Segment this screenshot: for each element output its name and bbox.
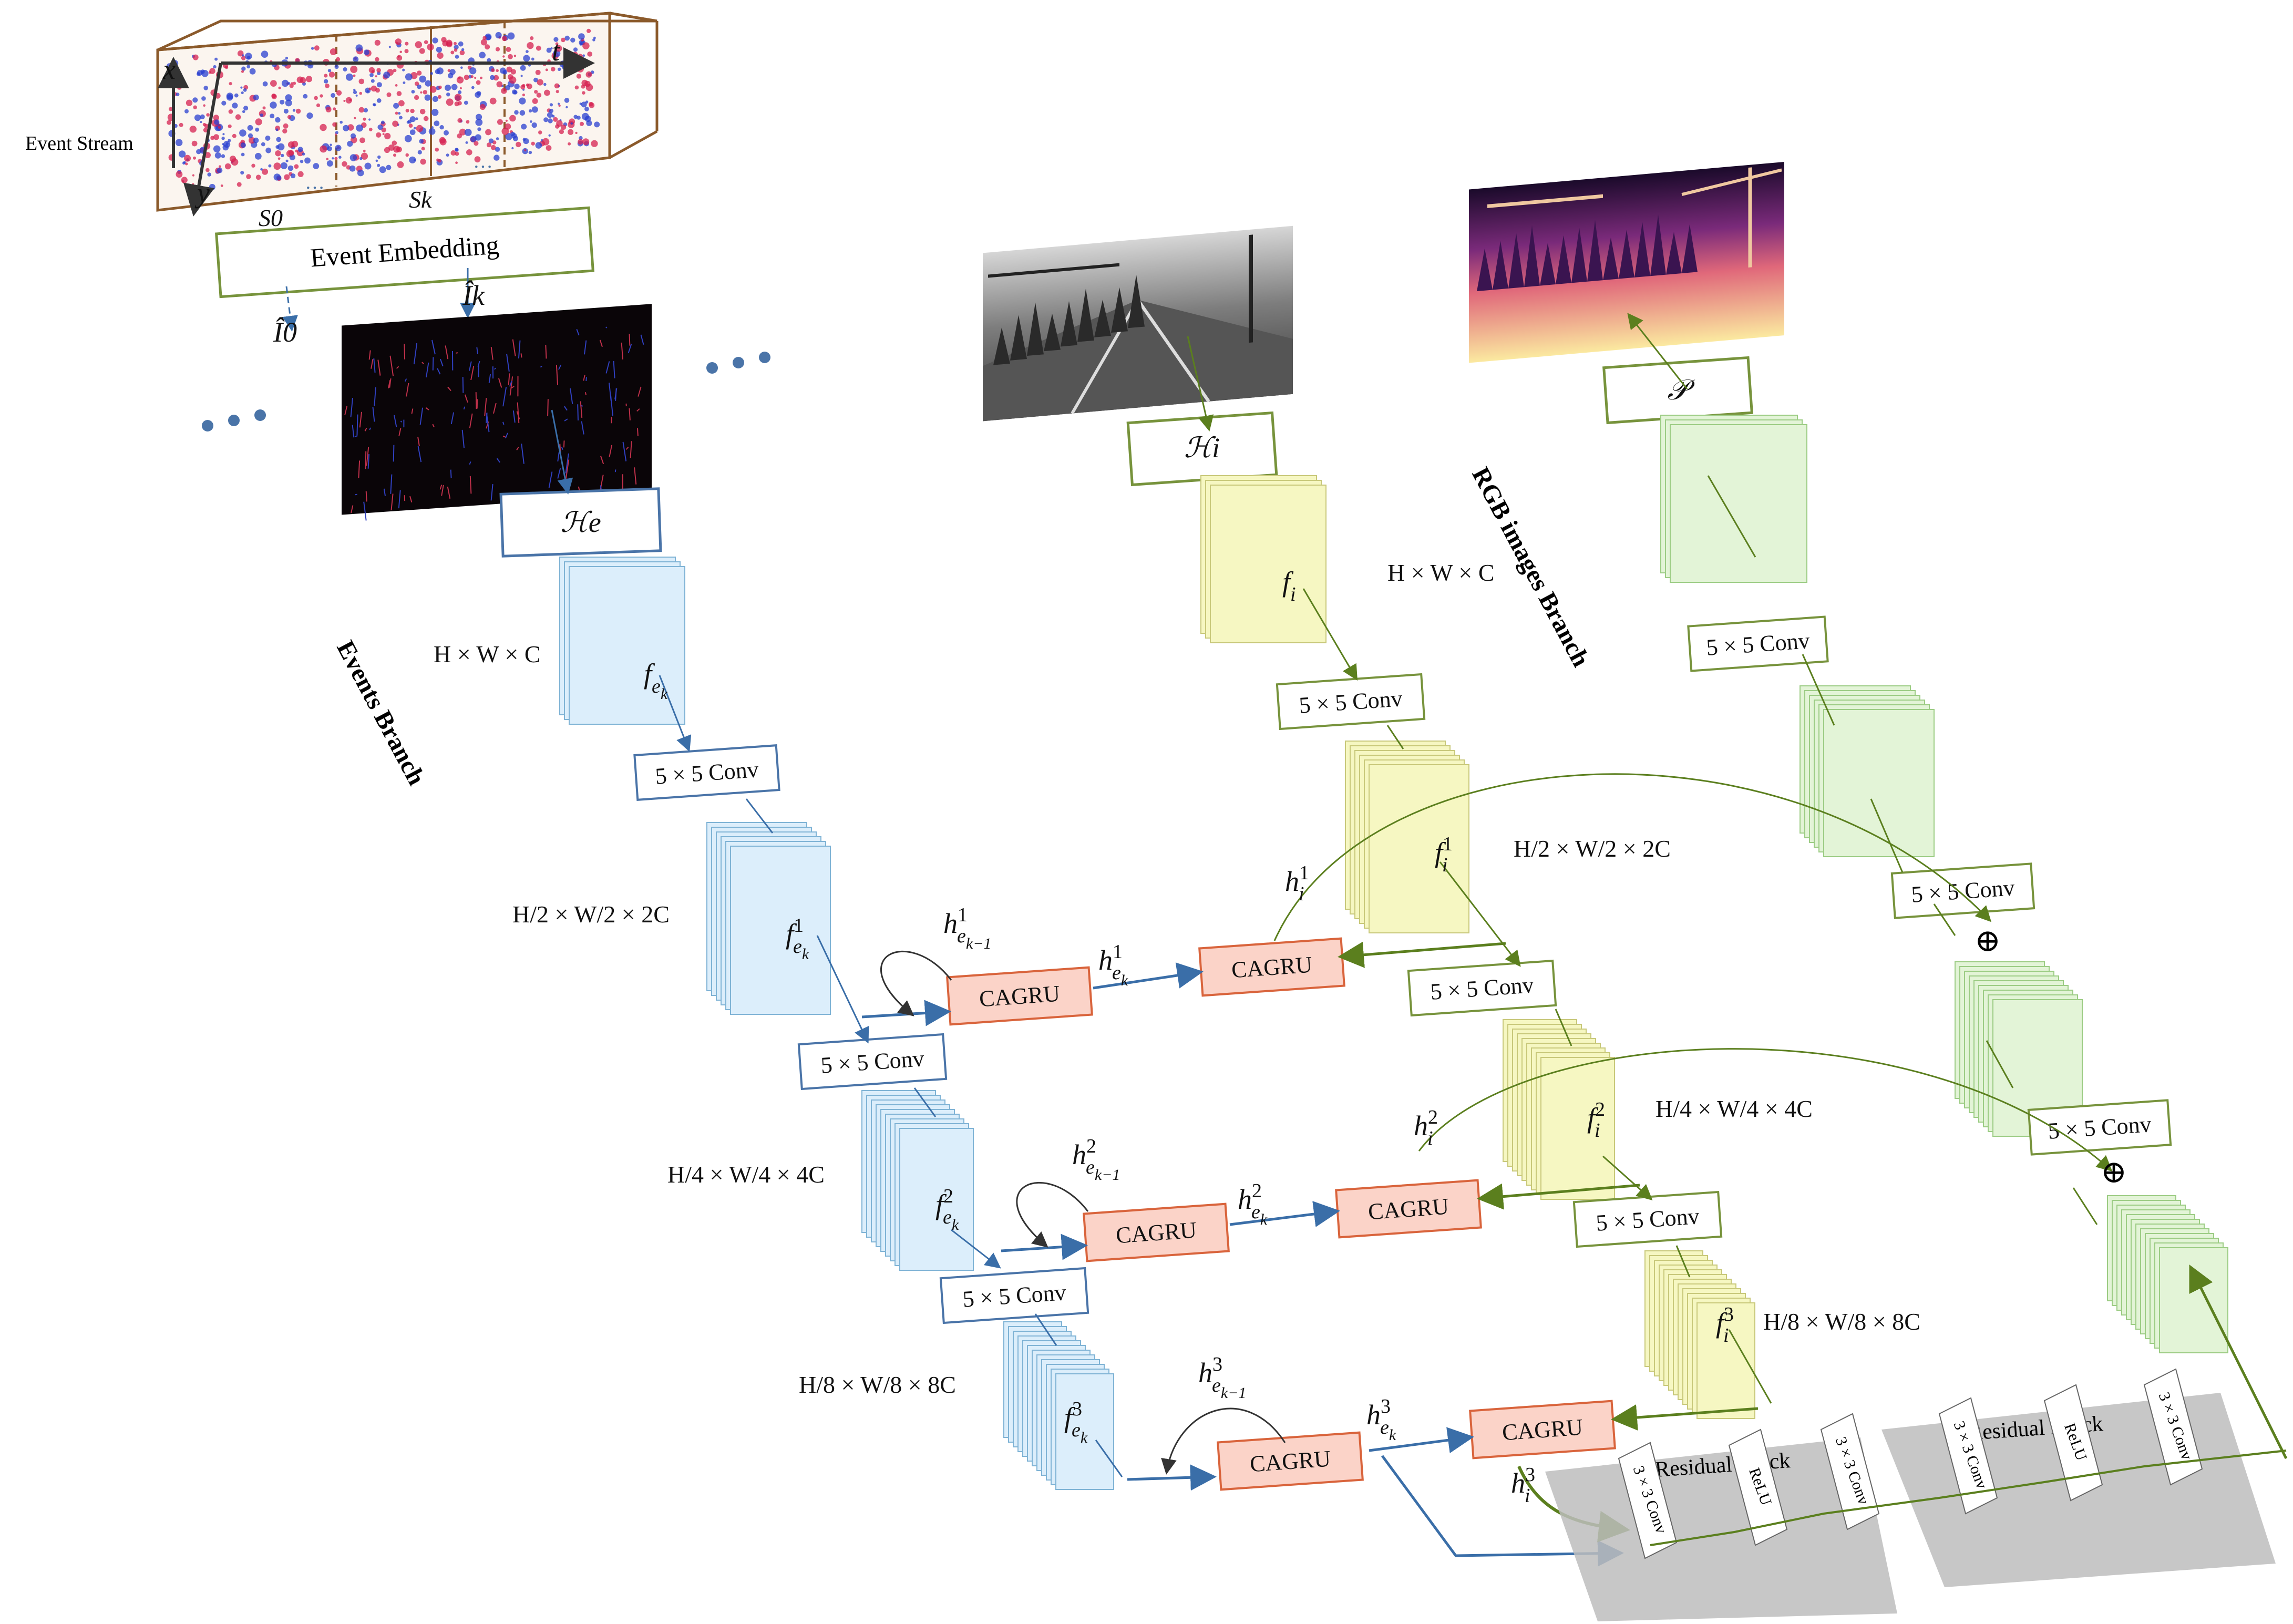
res2-relu: ReLU — [2043, 1384, 2103, 1502]
res1-conv-b: 3 × 3 Conv — [1820, 1413, 1880, 1530]
cagru-events-3: CAGRU — [1217, 1431, 1364, 1491]
dim-label-events-0: H × W × C — [434, 641, 541, 667]
event-stream-volume — [156, 12, 659, 212]
event-stream-label: Event Stream — [25, 132, 133, 155]
segment-ellipsis: ··· — [305, 177, 325, 199]
residual-flow-line — [1650, 1450, 2287, 1546]
ellipsis-dots-right — [706, 352, 770, 374]
fi3-stack — [1644, 1250, 1755, 1419]
t-axis-label: t — [552, 35, 561, 67]
res1-conv-a: 3 × 3 Conv — [1618, 1442, 1678, 1559]
events-branch-label: Events Branch — [331, 636, 430, 789]
y-axis-arrow — [183, 63, 222, 217]
fe0-label: fek — [644, 658, 668, 703]
cagru-events-2: CAGRU — [1083, 1202, 1230, 1262]
ellipsis-dots-left — [202, 409, 266, 431]
cagru-events-1: CAGRU — [946, 966, 1093, 1026]
event-embedding-box: Event Embedding — [215, 206, 594, 299]
dim-label-events-2: H/4 × W/4 × 4C — [667, 1161, 825, 1188]
depth-output-image — [1469, 161, 1784, 363]
cagru-events-3-label: CAGRU — [1249, 1446, 1331, 1477]
cagru-images-3-label: CAGRU — [1501, 1414, 1583, 1446]
fe1-stack — [706, 822, 831, 1015]
cagru-images-2: CAGRU — [1335, 1179, 1482, 1239]
dim-label-images-3: H/8 × W/8 × 8C — [1763, 1308, 1920, 1335]
events-encoder-label: ℋe — [560, 507, 601, 538]
dec2-stack — [1955, 961, 2083, 1137]
cagru-images-3: CAGRU — [1469, 1400, 1616, 1459]
conv-boxes: 5 × 5 Conv 5 × 5 Conv 5 × 5 Conv 5 × 5 Conv… — [633, 615, 2172, 1324]
dec3-stack — [2107, 1195, 2228, 1353]
conv-images-3: 5 × 5 Conv — [1572, 1190, 1723, 1248]
dim-label-images-1: H/2 × W/2 × 2C — [1514, 835, 1671, 862]
fi0-stack — [1200, 475, 1327, 643]
segment-sk-label: Sk — [409, 186, 433, 213]
rgb-input-image — [983, 225, 1293, 422]
segment-ellipsis-2: ··· — [473, 156, 493, 178]
events-encoder-box: ℋe — [499, 487, 662, 558]
embedding-to-i0-arrow — [282, 286, 298, 332]
dim-label-events-3: H/8 × W/8 × 8C — [799, 1371, 956, 1398]
dec0-stack — [1660, 415, 1807, 583]
dim-label-images-0: H × W × C — [1387, 559, 1495, 586]
dim-label-events-1: H/2 × W/2 × 2C — [512, 901, 670, 928]
fe0-stack — [559, 557, 685, 725]
images-encoder-label: ℋi — [1184, 432, 1220, 464]
dim-label-images-2: H/4 × W/4 × 4C — [1656, 1095, 1813, 1122]
conv-decoder-2: 5 × 5 Conv — [1890, 862, 2035, 919]
i0-label: Î0 — [273, 316, 297, 348]
cagru-events-2-label: CAGRU — [1115, 1217, 1197, 1249]
ik-label: Îk — [462, 280, 485, 311]
prediction-head-box: 𝒫 — [1602, 356, 1754, 425]
conv-events-2: 5 × 5 Conv — [797, 1033, 948, 1091]
event-frame-image — [342, 304, 652, 521]
conv-events-1: 5 × 5 Conv — [633, 744, 780, 801]
segment-s0-label: S0 — [259, 204, 283, 231]
conv-images-1: 5 × 5 Conv — [1276, 673, 1426, 731]
fe2-stack — [861, 1090, 974, 1271]
feature-stacks — [559, 415, 2228, 1490]
conv-decoder-3: 5 × 5 Conv — [2027, 1099, 2172, 1156]
images-encoder-box: ℋi — [1126, 411, 1278, 487]
cagru-events-1-label: CAGRU — [978, 981, 1061, 1012]
skip-add-1: ⊕ — [1975, 923, 2001, 958]
res2-conv-b: 3 × 3 Conv — [2143, 1368, 2203, 1486]
cagru-images-2-label: CAGRU — [1367, 1194, 1449, 1225]
x-axis-label: x — [162, 54, 176, 85]
dec1-stack — [1800, 685, 1935, 857]
y-axis-label: y — [194, 177, 210, 209]
conv-decoder-1: 5 × 5 Conv — [1687, 615, 1829, 672]
res1-relu: ReLU — [1728, 1428, 1788, 1546]
cagru-images-1-label: CAGRU — [1230, 952, 1313, 983]
skip-add-2: ⊕ — [2101, 1155, 2127, 1189]
conv-images-2: 5 × 5 Conv — [1407, 959, 1557, 1017]
fe3-stack — [1003, 1321, 1114, 1490]
conv-events-3: 5 × 5 Conv — [939, 1267, 1089, 1324]
cagru-images-1: CAGRU — [1198, 937, 1345, 997]
cagru-boxes: CAGRU CAGRU CAGRU CAGRU CAGRU CAGRU — [946, 937, 1616, 1491]
fi1-stack — [1345, 741, 1469, 933]
